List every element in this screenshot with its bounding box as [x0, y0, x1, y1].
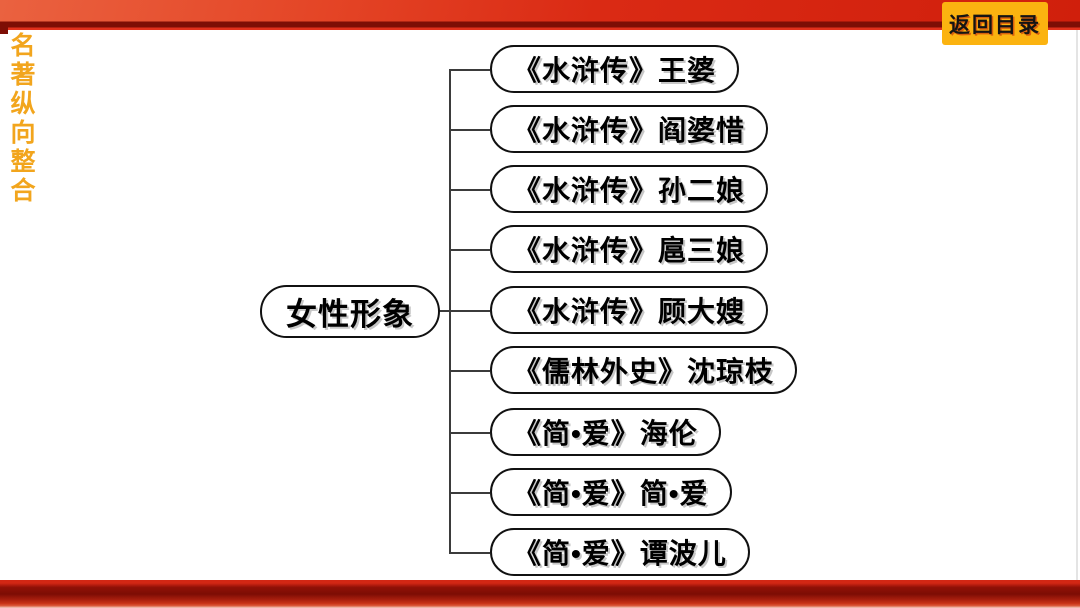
- connector-branch: [449, 310, 490, 312]
- leaf-node-4: 《水浒传》扈三娘: [490, 225, 769, 273]
- top-ribbon-left-notch: [0, 22, 8, 34]
- leaf-node-6: 《儒林外史》沈琼枝: [490, 346, 798, 394]
- bottom-ribbon: [0, 580, 1080, 608]
- leaf-node-7: 《简•爱》海伦: [490, 408, 721, 456]
- connector-branch: [449, 189, 490, 191]
- leaf-node-1: 《水浒传》王婆: [490, 45, 740, 93]
- connector-branch: [449, 370, 490, 372]
- connector-branch: [449, 69, 490, 71]
- connector-branch: [449, 552, 490, 554]
- leaf-node-8: 《简•爱》简•爱: [490, 468, 732, 516]
- leaf-node-3: 《水浒传》孙二娘: [490, 165, 769, 213]
- leaf-node-2: 《水浒传》阎婆惜: [490, 105, 769, 153]
- top-ribbon: [0, 0, 1080, 30]
- connector-branch: [449, 432, 490, 434]
- connector-branch: [449, 492, 490, 494]
- connector-branch: [449, 129, 490, 131]
- connector-branch: [449, 249, 490, 251]
- slide-right-edge: [1076, 30, 1078, 580]
- leaf-node-9: 《简•爱》谭波儿: [490, 528, 750, 576]
- vertical-chapter-title: 名著纵向整合: [7, 32, 35, 206]
- root-node: 女性形象: [260, 285, 440, 338]
- return-to-contents-button[interactable]: 返回目录: [942, 2, 1048, 45]
- leaf-node-5: 《水浒传》顾大嫂: [490, 286, 769, 334]
